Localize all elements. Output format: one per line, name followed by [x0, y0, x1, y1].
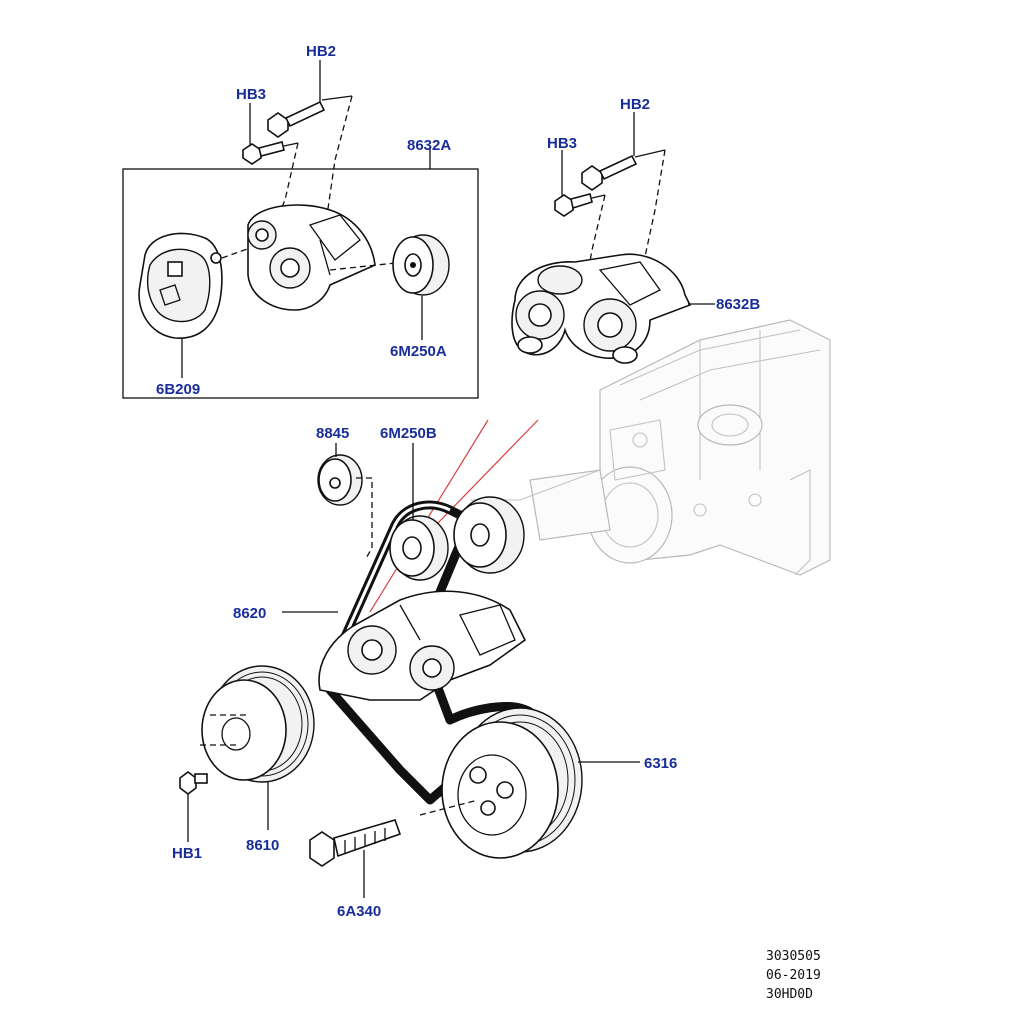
tensioner-assembly-8632a — [247, 204, 406, 311]
tensioner-bracket-lower — [318, 590, 527, 701]
label-8620: 8620 — [233, 605, 266, 622]
tensioner-6b209 — [138, 232, 251, 378]
label-8845: 8845 — [316, 425, 349, 442]
bolt-hb1 — [179, 771, 208, 842]
engine-block-ghost — [470, 319, 831, 576]
bolt-hb3-a — [242, 103, 299, 165]
label-hb2-b: HB2 — [620, 96, 650, 113]
part-labels: HB2 HB3 8632A HB2 HB3 8632B 6B209 6M250A… — [156, 43, 760, 920]
label-6a340: 6A340 — [337, 903, 381, 920]
indicator-line-1 — [369, 419, 489, 613]
assembly-box-8632a — [122, 168, 479, 399]
idler-pulley-6m250b — [389, 443, 449, 581]
crank-bolt-6a340 — [309, 819, 402, 898]
reference-code: 30HD0D — [766, 987, 813, 1002]
tensioner-assembly-8632b — [511, 253, 715, 364]
belt-pulley-upper — [453, 496, 525, 574]
bolt-hb2-a — [267, 60, 353, 138]
label-hb3-b: HB3 — [547, 135, 577, 152]
label-8632a: 8632A — [407, 137, 451, 154]
crank-pulley-6316 — [419, 707, 640, 859]
label-6m250b: 6M250B — [380, 425, 437, 442]
label-hb1: HB1 — [172, 845, 202, 862]
reference-date: 06-2019 — [766, 968, 821, 983]
label-8610: 8610 — [246, 837, 279, 854]
label-6b209: 6B209 — [156, 381, 200, 398]
bolt-hb2-b — [581, 112, 666, 191]
reference-block: 3030505 06-2019 30HD0D — [766, 949, 821, 1002]
label-8632b: 8632B — [716, 296, 760, 313]
label-6316: 6316 — [644, 755, 677, 772]
label-hb2-a: HB2 — [306, 43, 336, 60]
bolt-hb3-b — [554, 150, 606, 217]
pulley-8610 — [200, 665, 315, 830]
reference-number: 3030505 — [766, 949, 821, 964]
idler-pulley-6m250a — [392, 234, 450, 340]
cap-8845 — [317, 443, 373, 561]
label-6m250a: 6M250A — [390, 343, 447, 360]
label-hb3-a: HB3 — [236, 86, 266, 103]
